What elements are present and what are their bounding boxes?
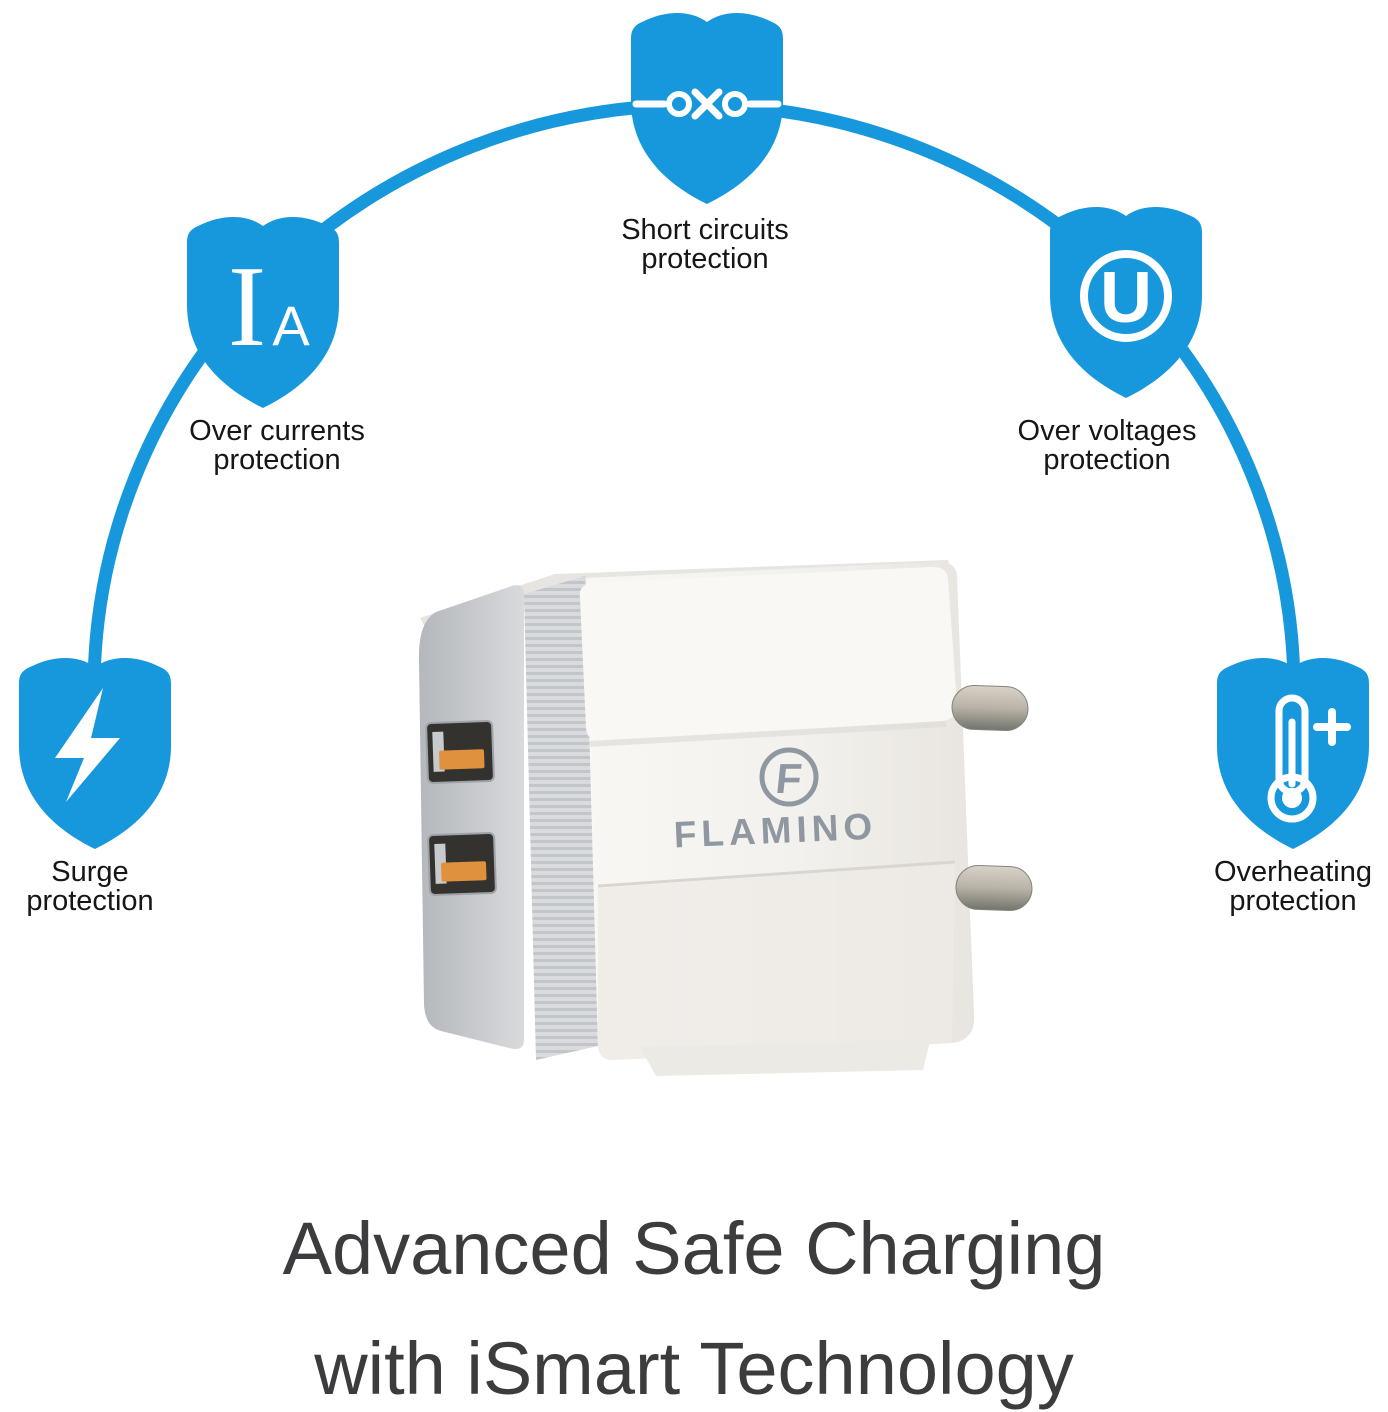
label-line: Surge: [51, 856, 129, 888]
headline-line-1: Advanced Safe Charging: [282, 1207, 1106, 1290]
charger-chin: [640, 1041, 930, 1076]
usb-port-top: [425, 720, 495, 784]
label-line: Over currents: [189, 415, 365, 447]
label-overheating: Overheating protection: [1214, 858, 1372, 916]
current-symbol-sub: A: [272, 294, 310, 357]
headline-line-2: with iSmart Technology: [314, 1327, 1074, 1410]
label-over-voltages: Over voltages protection: [1018, 417, 1197, 475]
svg-text:F: F: [774, 755, 805, 802]
label-line: protection: [641, 243, 769, 275]
label-line: protection: [26, 885, 154, 917]
charger-ribbed-edge: [524, 576, 598, 1060]
charger-side-face: [418, 585, 524, 1049]
charger-seam-line: [597, 860, 956, 888]
charger-photo: F FLAMINO: [418, 560, 1033, 1076]
plug-pin-bottom: [955, 864, 1033, 912]
charger-top-flap: [579, 566, 958, 742]
usb-port-bottom: [427, 832, 497, 896]
label-line: protection: [1229, 885, 1357, 917]
lightning-bolt-icon: [55, 688, 120, 802]
broken-circuit-icon: [632, 88, 782, 120]
label-line: Overheating: [1214, 856, 1372, 888]
current-symbol-main: I: [228, 243, 266, 370]
label-line: Over voltages: [1017, 415, 1197, 447]
label-surge: Surge protection: [26, 858, 153, 916]
flamino-logo-icon: F: [759, 747, 819, 807]
label-line: protection: [1043, 444, 1171, 476]
voltage-symbol-letter: U: [1100, 258, 1152, 338]
label-line: protection: [213, 444, 341, 476]
ampere-symbol-icon: I A: [228, 243, 310, 370]
charger-lower-panel: [598, 864, 955, 1061]
voltage-symbol-icon: U: [1080, 250, 1172, 342]
label-over-currents: Over currents protection: [189, 417, 365, 475]
thermometer-plus-icon: [1267, 694, 1351, 823]
label-line: Short circuits: [621, 214, 789, 246]
plug-pin-top: [951, 684, 1029, 732]
flap-shadow-line: [589, 721, 947, 747]
brand-text: FLAMINO: [673, 806, 878, 856]
label-short-circuits: Short circuits protection: [621, 216, 789, 274]
